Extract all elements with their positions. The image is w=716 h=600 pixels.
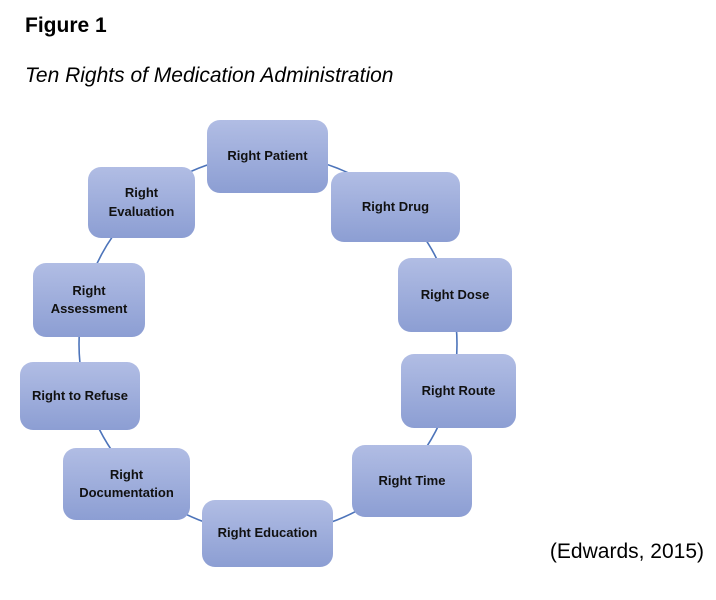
box-label: Right Route — [421, 382, 496, 398]
box-right-dose: Right Dose — [398, 258, 512, 332]
box-right-assessment: Right Assessment — [33, 263, 145, 337]
figure-title: Ten Rights of Medication Administration — [25, 64, 394, 87]
figure-label: Figure 1 — [25, 14, 107, 37]
box-right-education: Right Education — [202, 500, 333, 567]
box-right-time: Right Time — [352, 445, 472, 517]
box-label: Right to Refuse — [31, 387, 129, 403]
box-right-documentation: Right Documentation — [63, 448, 190, 520]
box-right-to-refuse: Right to Refuse — [20, 362, 140, 430]
box-label: Right Drug — [361, 198, 430, 214]
box-right-patient: Right Patient — [207, 120, 328, 193]
box-label: Right Assessment — [50, 282, 128, 316]
box-label: Right Education — [217, 525, 318, 541]
box-label: Right Patient — [227, 148, 308, 164]
box-right-drug: Right Drug — [331, 172, 460, 242]
box-label: Right Dose — [420, 286, 490, 302]
box-label: Right Documentation — [79, 466, 174, 500]
box-right-evaluation: Right Evaluation — [88, 167, 195, 238]
citation: (Edwards, 2015) — [549, 540, 704, 563]
box-right-route: Right Route — [401, 354, 516, 428]
box-label: Right Evaluation — [108, 185, 175, 219]
box-label: Right Time — [378, 472, 446, 488]
